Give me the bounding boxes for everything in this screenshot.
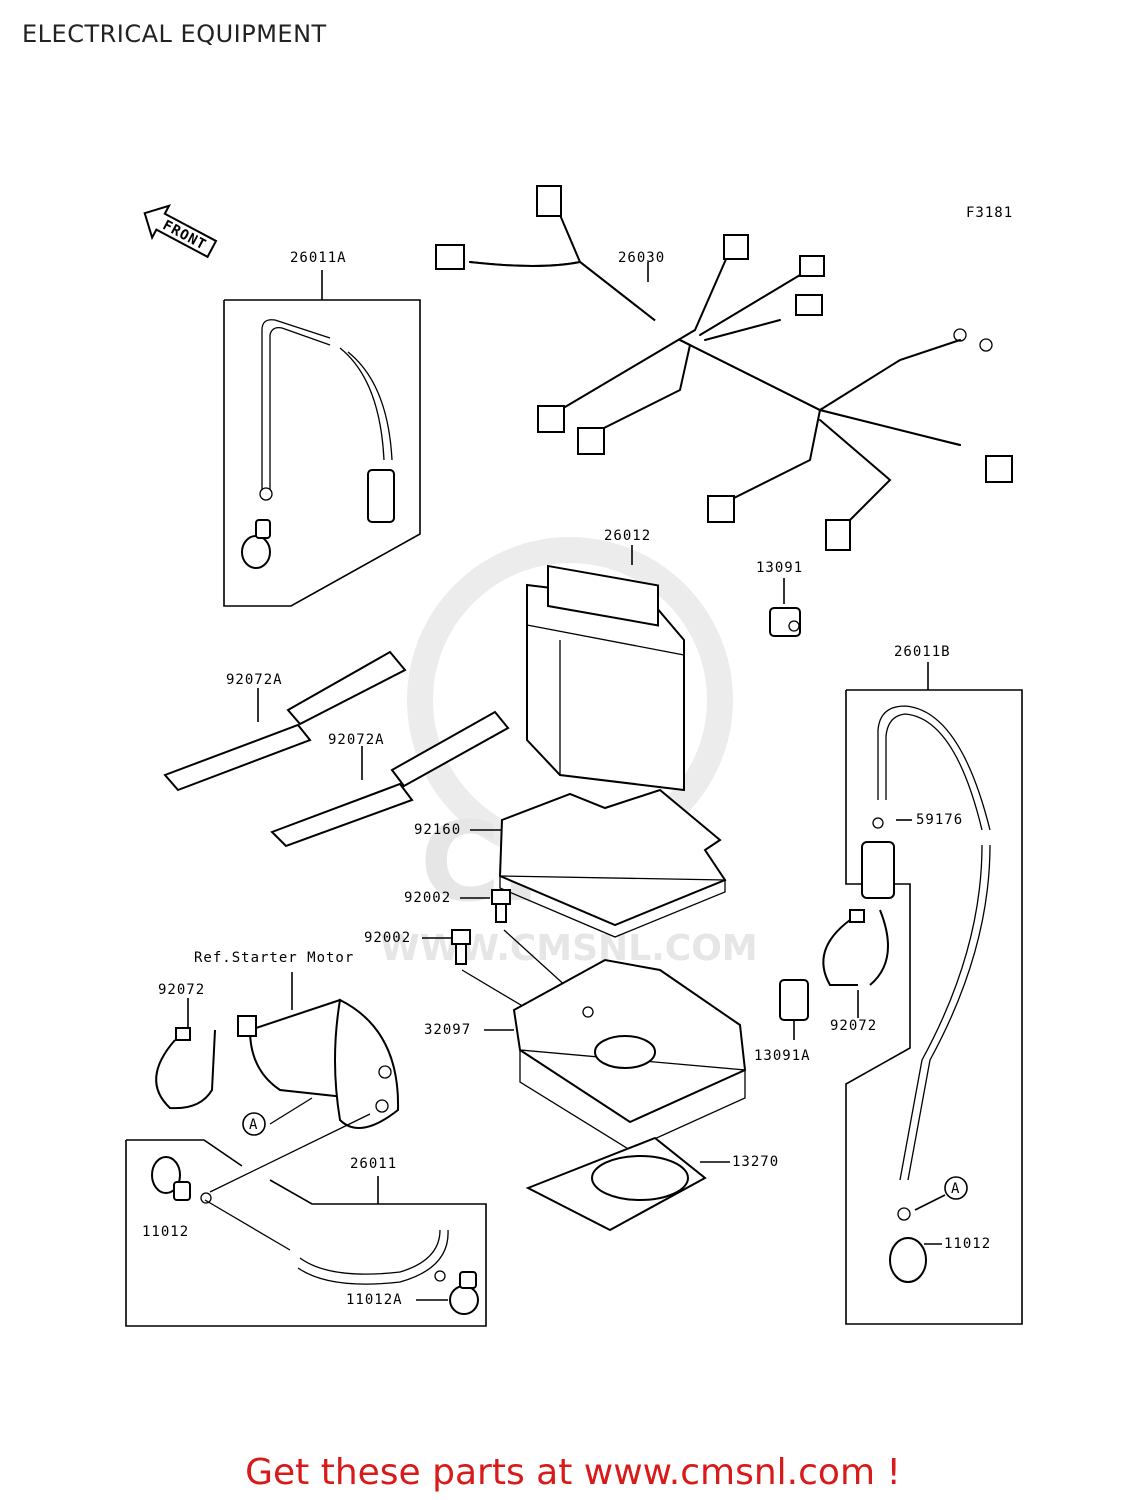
ref-marker-a-right: A xyxy=(944,1176,968,1200)
connector-icon xyxy=(536,185,562,217)
callout-26011A: 26011A xyxy=(290,250,347,266)
callout-26030: 26030 xyxy=(618,250,665,266)
callout-26012: 26012 xyxy=(604,528,651,544)
figure-code: F3181 xyxy=(966,205,1013,221)
starter-motor xyxy=(237,972,400,1129)
svg-text:A: A xyxy=(951,1181,960,1197)
callout-26011B: 26011B xyxy=(894,644,951,660)
plate-13270 xyxy=(525,1136,730,1232)
callout-ref-starter-motor: Ref.Starter Motor xyxy=(194,950,354,966)
battery-case-32097 xyxy=(484,958,747,1151)
battery-cable-26011A xyxy=(223,270,421,607)
pad-92160 xyxy=(470,788,727,938)
battery-cable-26011 xyxy=(125,1113,487,1327)
callout-92002-1: 92002 xyxy=(404,890,451,906)
strap-92072A-upper xyxy=(163,650,407,792)
wire-harness-26030 xyxy=(435,185,1013,551)
callout-13091A: 13091A xyxy=(754,1048,811,1064)
battery-26012 xyxy=(526,545,685,792)
ref-marker-a-left: A xyxy=(242,1112,266,1136)
callout-92160: 92160 xyxy=(414,822,461,838)
callout-92072-left: 92072 xyxy=(158,982,205,998)
callout-13270: 13270 xyxy=(732,1154,779,1170)
footer-cta[interactable]: Get these parts at www.cmsnl.com ! xyxy=(245,1452,901,1493)
front-arrow-icon: FRONT xyxy=(143,204,218,259)
callout-92002-2: 92002 xyxy=(364,930,411,946)
cap-13091 xyxy=(769,578,801,637)
callout-11012A: 11012A xyxy=(346,1292,403,1308)
callout-32097: 32097 xyxy=(424,1022,471,1038)
callout-11012-left: 11012 xyxy=(142,1224,189,1240)
callout-59176: 59176 xyxy=(916,812,963,828)
callout-11012-right: 11012 xyxy=(944,1236,991,1252)
battery-cable-26011B xyxy=(845,662,1023,1325)
page-title: ELECTRICAL EQUIPMENT xyxy=(22,20,327,48)
callout-92072-right: 92072 xyxy=(830,1018,877,1034)
strap-92072-right xyxy=(822,909,889,1018)
strap-92072-left xyxy=(155,998,216,1110)
callout-13091: 13091 xyxy=(756,560,803,576)
callout-26011: 26011 xyxy=(350,1156,397,1172)
strap-92072A-lower xyxy=(270,710,510,848)
svg-text:A: A xyxy=(249,1117,258,1133)
callout-92072A-1: 92072A xyxy=(226,672,283,688)
callout-92072A-2: 92072A xyxy=(328,732,385,748)
watermark-url: WWW.CMSNL.COM xyxy=(380,928,758,969)
cap-13091A xyxy=(779,979,809,1040)
